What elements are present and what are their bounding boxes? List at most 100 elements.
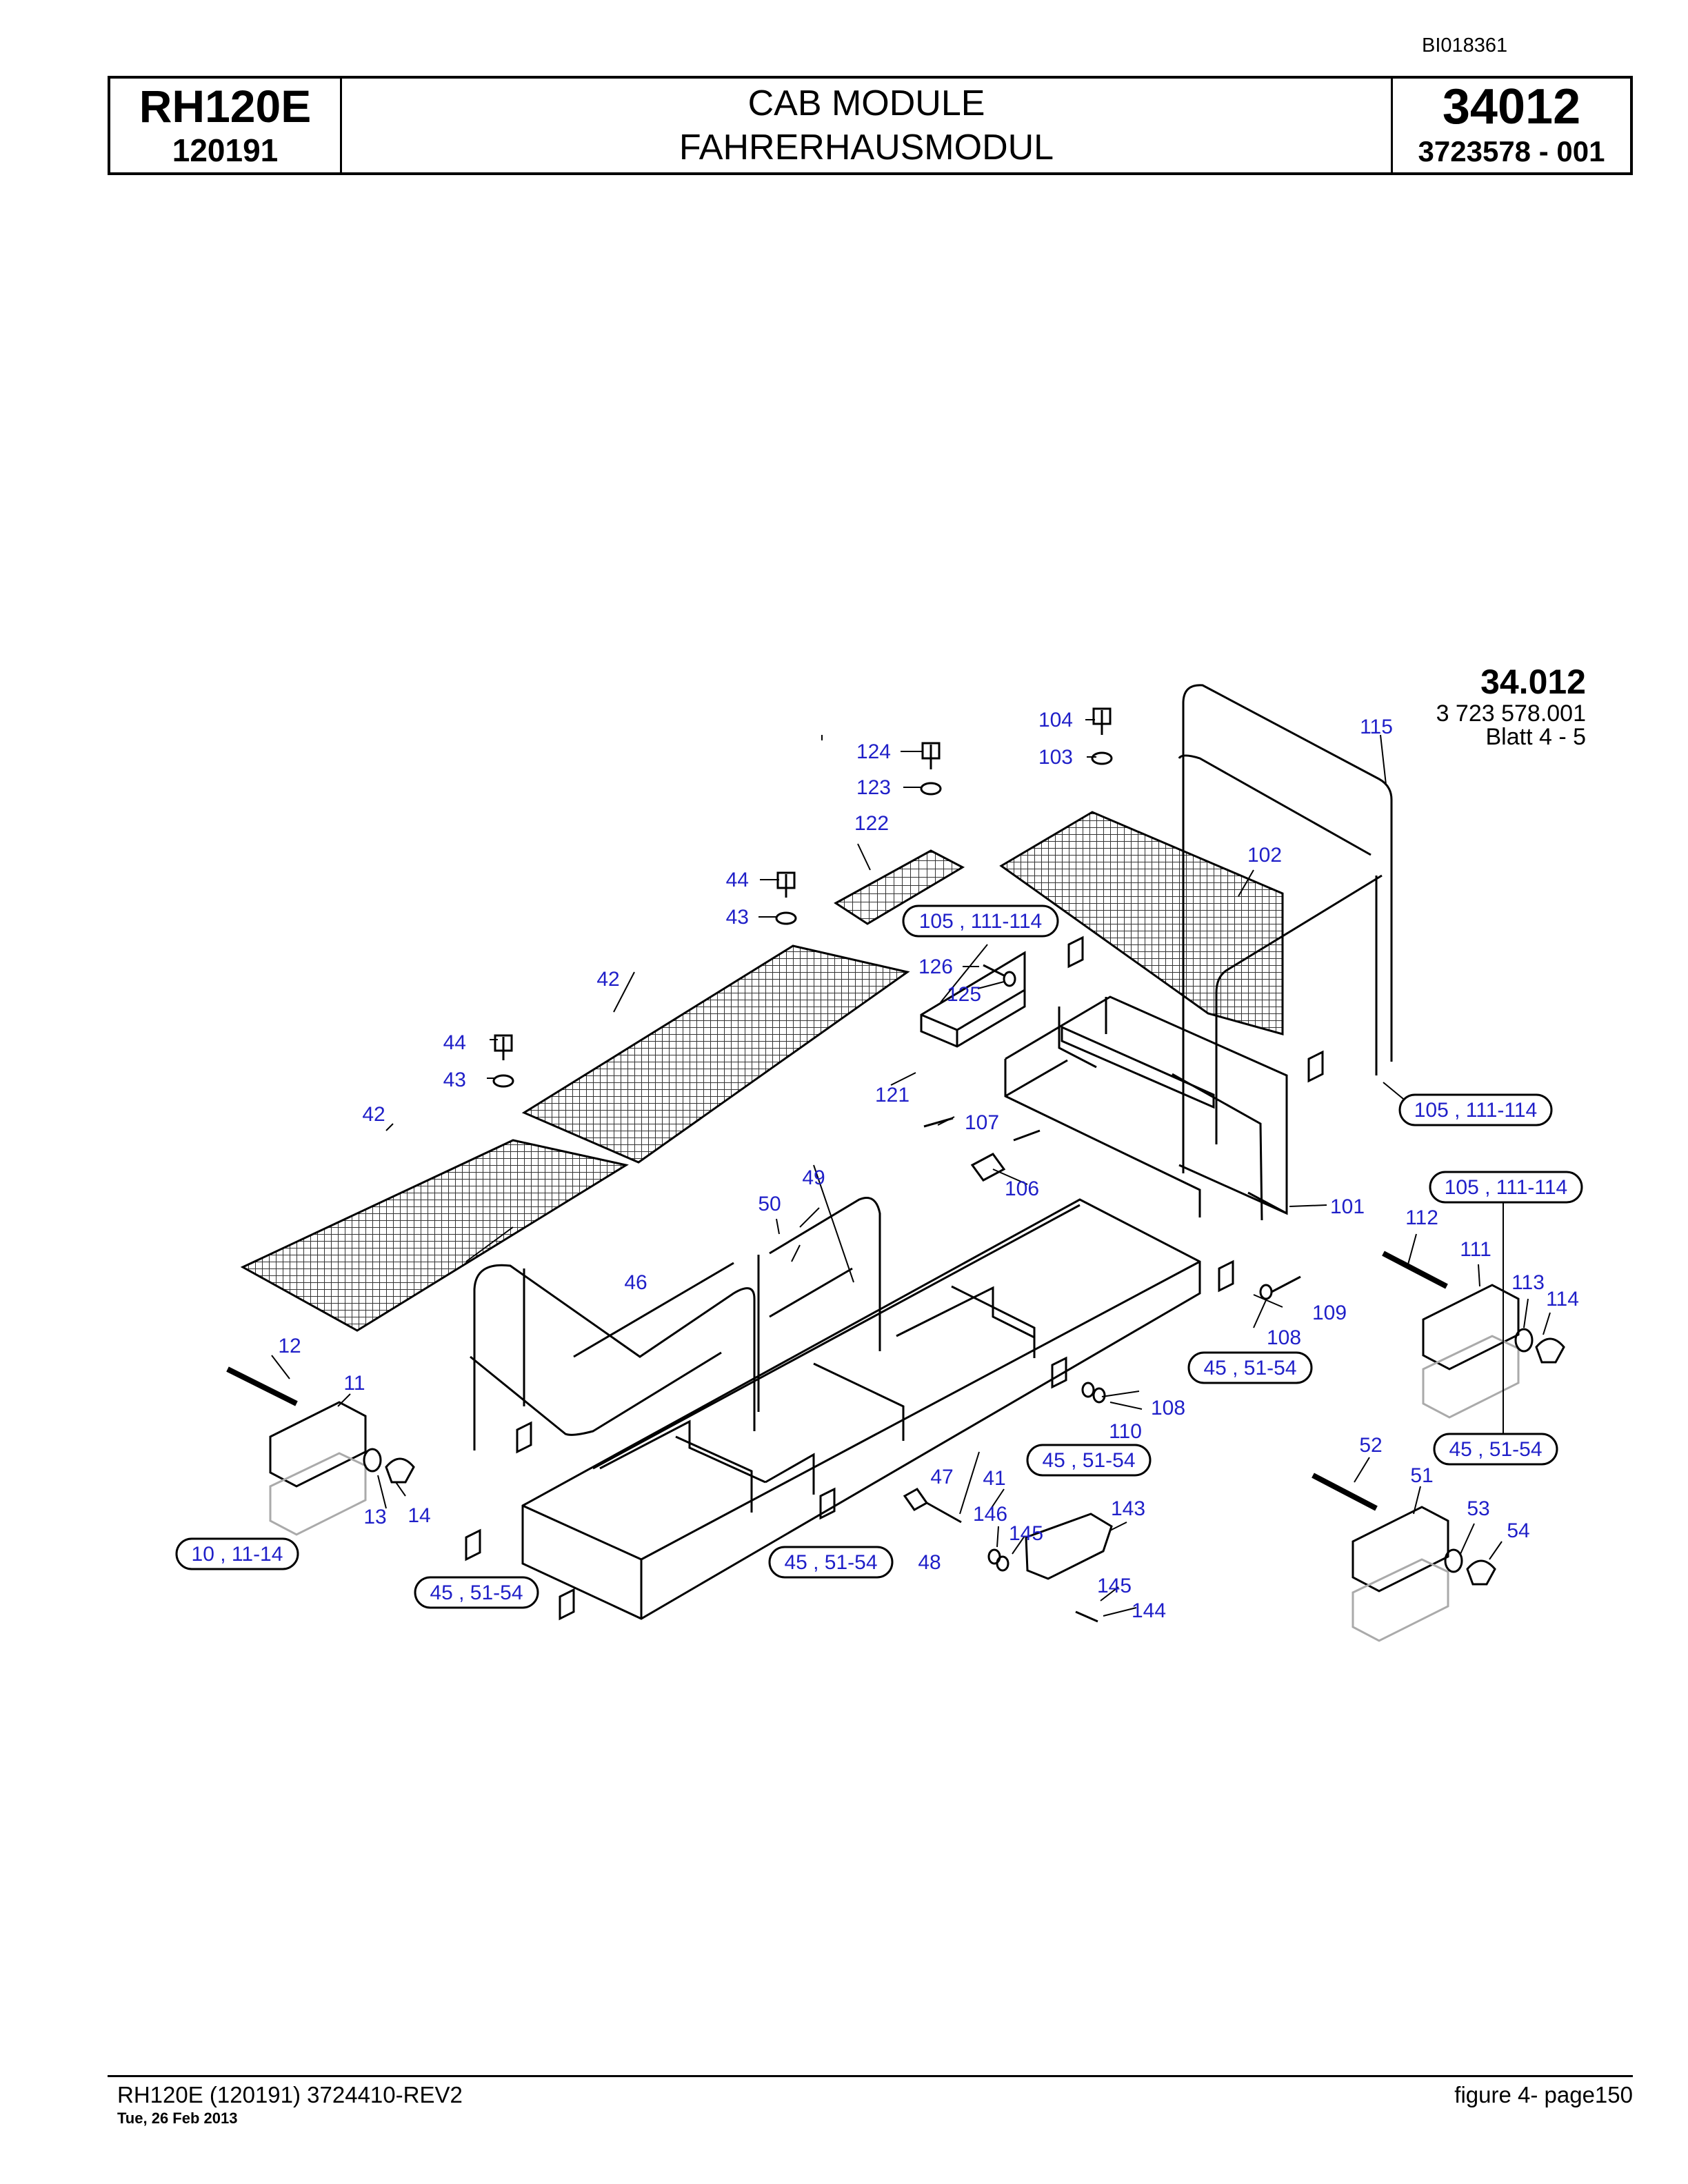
bolt-109 xyxy=(1271,1275,1301,1293)
washer-53 xyxy=(1444,1548,1463,1573)
boxed-callout-frame-9 xyxy=(414,1576,539,1609)
clamp-10-ghost xyxy=(269,1452,367,1536)
callout-41: 41 xyxy=(983,1467,1005,1490)
callout-145-upper: 145 xyxy=(1009,1522,1043,1545)
boxed-callout-frame-1 xyxy=(902,904,1059,938)
clip-45-bottom xyxy=(559,1588,575,1621)
clip-105-right xyxy=(1307,1050,1324,1083)
callout-144: 144 xyxy=(1132,1599,1166,1622)
callout-44-upper: 44 xyxy=(726,869,749,891)
callout-124: 124 xyxy=(856,740,891,763)
step-box xyxy=(920,951,1026,1048)
callout-108-lower: 108 xyxy=(1151,1397,1185,1419)
title-english: CAB MODULE xyxy=(747,83,985,123)
clip-45-middle xyxy=(1051,1356,1067,1389)
step-grating xyxy=(834,849,965,925)
callout-52: 52 xyxy=(1359,1434,1382,1457)
callout-114: 114 xyxy=(1546,1288,1579,1311)
floor-grating-middle xyxy=(521,944,910,1164)
title-block: RH120E 120191 CAB MODULE FAHRERHAUSMODUL… xyxy=(108,76,1633,175)
boxed-callout-9: 45 , 51-54 xyxy=(430,1581,523,1604)
main-frame xyxy=(521,1198,1201,1620)
callout-103: 103 xyxy=(1038,746,1073,769)
title-cell: CAB MODULE FAHRERHAUSMODUL xyxy=(342,79,1393,172)
boxed-callout-3: 105 , 111-114 xyxy=(1445,1176,1567,1199)
footer-document-ref: RH120E (120191) 3724410-REV2 xyxy=(117,2082,463,2107)
callout-104: 104 xyxy=(1038,709,1073,731)
washer-110 xyxy=(1092,1387,1106,1404)
platform-grating xyxy=(999,811,1284,1035)
drawing-number: 34.012 xyxy=(1480,663,1586,701)
callout-122: 122 xyxy=(854,812,889,835)
callout-49: 49 xyxy=(802,1166,825,1189)
side-handrail xyxy=(757,1197,881,1412)
nut-54 xyxy=(1466,1559,1496,1586)
footer-page-ref: figure 4- page150 xyxy=(1454,2082,1633,2107)
washer-125 xyxy=(1003,971,1016,987)
callout-47: 47 xyxy=(930,1466,953,1488)
document-id: BI018361 xyxy=(1422,34,1508,57)
cab-support-frame xyxy=(1004,995,1288,1217)
washer-123 xyxy=(920,782,942,796)
figure-cell: 34012 3723578 - 001 xyxy=(1393,79,1630,172)
callout-113: 113 xyxy=(1511,1271,1545,1294)
boxed-callout-5: 45 , 51-54 xyxy=(1449,1438,1542,1461)
callout-112: 112 xyxy=(1405,1206,1438,1229)
clamp-51 xyxy=(1352,1506,1449,1593)
callout-123: 123 xyxy=(856,776,891,799)
boxed-callout-frame-8 xyxy=(768,1546,894,1579)
callout-106: 106 xyxy=(1005,1177,1039,1200)
bolt-52 xyxy=(1312,1473,1378,1511)
callout-44-lower: 44 xyxy=(443,1031,466,1054)
leader-lines xyxy=(271,719,1551,1617)
callout-102: 102 xyxy=(1247,844,1282,867)
washer-13 xyxy=(363,1448,382,1473)
callout-110: 110 xyxy=(1109,1420,1142,1443)
figure-number: 34012 xyxy=(1442,79,1581,134)
bolt-44-lower xyxy=(494,1034,513,1060)
callout-43-lower: 43 xyxy=(443,1069,466,1091)
boxed-callout-frame-7 xyxy=(175,1537,299,1570)
washer-108-b xyxy=(1081,1382,1095,1398)
drawing-part-number: 3 723 578.001 xyxy=(1436,700,1586,727)
boxed-callout-8: 45 , 51-54 xyxy=(784,1551,877,1574)
clip-45-left xyxy=(465,1528,481,1561)
boxed-callout-frame-4 xyxy=(1187,1351,1313,1384)
callout-111: 111 xyxy=(1460,1238,1491,1261)
callout-125: 125 xyxy=(947,983,981,1006)
washer-43-lower xyxy=(492,1074,514,1088)
clip-45-front xyxy=(819,1487,836,1520)
boxed-callout-frame-5 xyxy=(1433,1433,1558,1466)
drawing-sheet: Blatt 4 - 5 xyxy=(1485,724,1586,750)
clip-45-rail xyxy=(516,1421,532,1454)
bolt-12 xyxy=(226,1366,298,1406)
footer-date: Tue, 26 Feb 2013 xyxy=(117,2110,238,2127)
callout-48: 48 xyxy=(918,1551,941,1574)
boxed-callout-2: 105 , 111-114 xyxy=(1414,1099,1537,1122)
clip-105-top xyxy=(1067,936,1084,969)
callout-14: 14 xyxy=(408,1504,430,1527)
boxed-callout-frame-2 xyxy=(1398,1093,1553,1126)
callout-121: 121 xyxy=(875,1084,910,1106)
boxed-callout-frames xyxy=(175,904,1583,1609)
clip-45-right xyxy=(1218,1260,1234,1293)
nut-114 xyxy=(1535,1337,1565,1364)
callout-42-left: 42 xyxy=(362,1103,385,1126)
callout-50: 50 xyxy=(758,1193,781,1215)
model-cell: RH120E 120191 xyxy=(110,79,342,172)
floor-grating-left xyxy=(240,1139,629,1332)
footer-rule xyxy=(108,2075,1633,2077)
callout-42-middle: 42 xyxy=(596,968,619,991)
bracket-143 xyxy=(1025,1513,1113,1580)
bolt-104 xyxy=(1092,707,1112,735)
bolt-44-upper xyxy=(776,871,796,898)
callout-54: 54 xyxy=(1507,1519,1529,1542)
clamp-11 xyxy=(269,1401,367,1488)
clamp-ghost-111 xyxy=(1422,1335,1520,1419)
spacer-106 xyxy=(970,1153,1006,1182)
callout-115: 115 xyxy=(1360,716,1393,738)
callout-12: 12 xyxy=(278,1335,301,1357)
spacer-47-bolt-48 xyxy=(903,1488,962,1524)
callout-53: 53 xyxy=(1467,1497,1489,1520)
